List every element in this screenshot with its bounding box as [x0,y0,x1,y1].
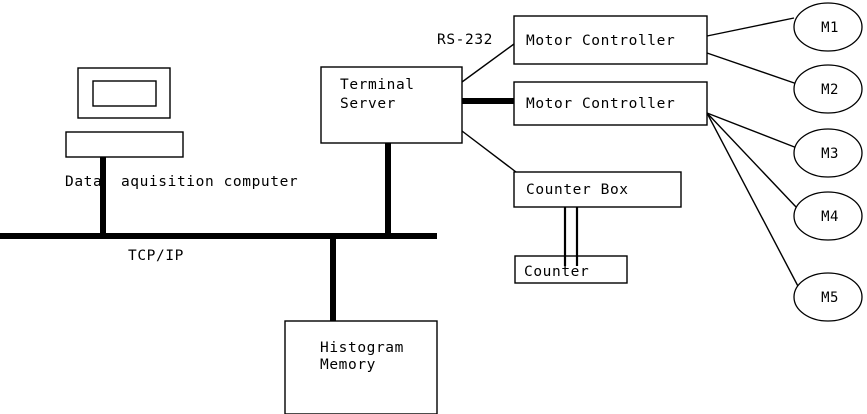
link-motor-controller-1-to-m2 [706,52,801,86]
counter-box [514,255,628,284]
tcpip-bus-label: TCP/IP [128,248,184,264]
link-motor-controller-2-to-m4 [706,112,798,209]
counter-label: Counter [524,264,589,280]
monitor-screen [92,80,157,107]
data-acquisition-computer-label: Data aquisition computer [65,174,298,190]
motor-controller-2-box [513,81,708,126]
motor-controller-1-label: Motor Controller [526,33,675,49]
counter-box-label: Counter Box [526,182,629,198]
motor-m3-label: M3 [821,146,839,162]
link-motor-controller-1-to-m1 [706,17,795,37]
rs232-link-motor-controller-1 [461,43,515,83]
motor-controller-1-box [513,15,708,65]
link-motor-controller-2-to-m5 [706,112,801,291]
terminal-server-box [320,66,463,144]
keyboard-box [65,131,184,158]
motor-controller-2-label: Motor Controller [526,96,675,112]
histogram-memory-label-line2: Memory [320,357,376,373]
link-terminal-server-counter-box [461,130,517,173]
motor-m5-ellipse [793,272,863,322]
motor-m1-ellipse [793,2,863,52]
motor-m2-label: M2 [821,82,839,98]
motor-m1-label: M1 [821,20,839,36]
histogram-memory-box [284,320,438,414]
terminal-server-label-line2: Server [340,96,396,112]
motor-m4-ellipse [793,191,863,241]
histogram-memory-label-line1: Histogram [320,340,404,356]
terminal-server-label-line1: Terminal [340,77,415,93]
rs232-label: RS-232 [437,32,493,48]
motor-m5-label: M5 [821,290,839,306]
link-motor-controller-2-to-m3 [706,112,798,149]
motor-m2-ellipse [793,64,863,114]
counter-box-box [513,171,682,208]
motor-m3-ellipse [793,128,863,178]
motor-m4-label: M4 [821,209,839,225]
